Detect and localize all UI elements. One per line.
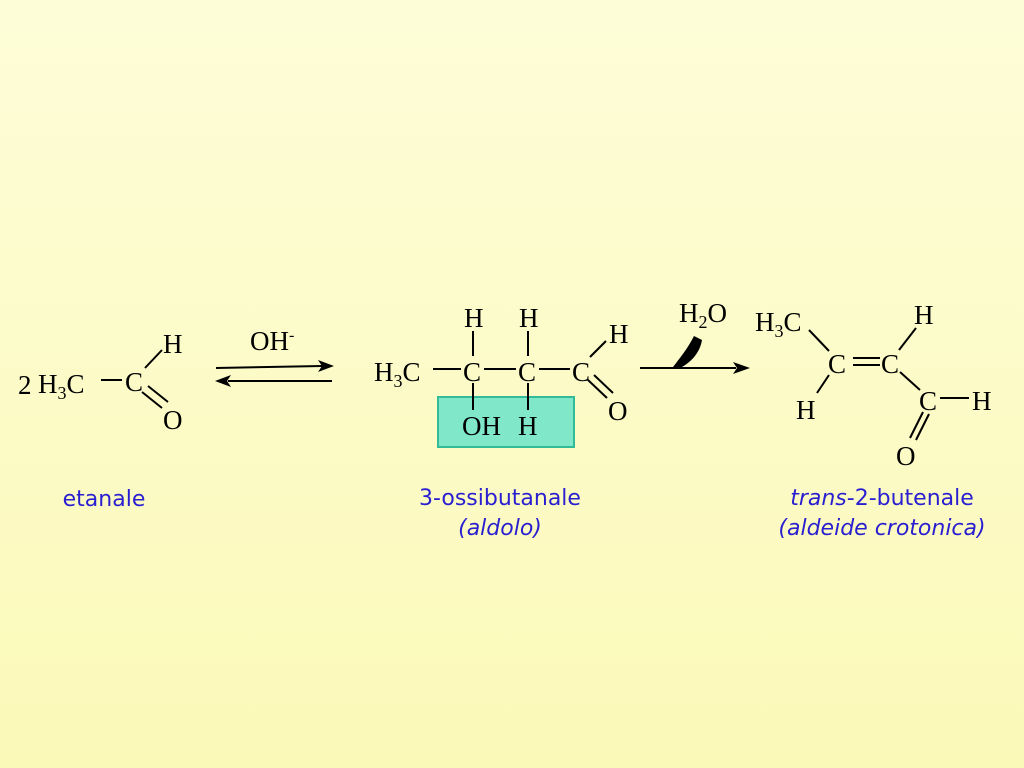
product-bond-ch3-c [808,329,830,352]
reactant-oxygen: O [163,405,183,435]
aldol-structure: H3C C C C H H OH H H O [374,303,629,448]
caption-etanale: etanale [34,485,174,515]
product-carbonyl-carbon: C [919,386,937,416]
forward-arrowhead [318,360,334,372]
aldol-methyl-group: H3C [374,357,421,391]
product-methyl-group: H3C [755,307,802,341]
catalyst-hydroxide: OH- [250,326,294,356]
aldol-hydroxyl: OH [462,411,501,441]
reactant-hydrogen: H [163,329,183,359]
equilibrium-arrows: OH- [215,326,334,387]
aldol-double-bond-b [593,374,614,394]
product-hydrogen-c3: H [796,395,816,425]
aldol-alt-name: (aldolo) [458,516,542,541]
aldol-carbon-2: C [518,357,536,387]
product-structure: H3C C C H H C H O [755,300,992,471]
highlight-box [437,396,575,448]
aldol-hydrogen-top-2: H [519,303,539,333]
product-alt-name: (aldeide crotonica) [778,516,986,541]
aldol-carbonyl-carbon: C [572,357,590,387]
product-name-prefix: trans [790,486,847,511]
reactant-double-bond-b [147,385,169,403]
aldol-name: 3-ossibutanale [419,486,581,511]
product-carbon-3: C [828,349,846,379]
product-name: trans-2-butenale [748,484,1016,514]
reactant-ethanal: 2 H3C C H O [18,329,183,435]
stoich-coefficient: 2 [18,370,32,400]
product-co-double-bond-b [915,413,930,441]
aldol-oxygen: O [608,396,628,426]
product-aldehyde-hydrogen: H [972,386,992,416]
dehydration-arrow: H2O [640,298,750,374]
forward-arrow-line [215,365,323,369]
product-hydrogen-c2: H [914,300,934,330]
caption-aldol: 3-ossibutanale (aldolo) [380,484,620,544]
aldol-carbon-3: C [463,357,481,387]
dehydration-arrowhead [733,362,750,374]
product-name-suffix: -2-butenale [846,486,974,511]
water-eliminated: H2O [679,298,727,332]
product-bond-c3-h [816,374,830,394]
elimination-curved-arrow [673,336,702,368]
product-carbon-2: C [881,349,899,379]
reverse-arrowhead [215,375,231,387]
caption-product: trans-2-butenale (aldeide crotonica) [748,484,1016,544]
product-bond-c2-c1 [899,371,921,391]
aldol-hydrogen-top-1: H [464,303,484,333]
product-bond-c2-h [898,327,917,351]
reactant-methyl-group: H3C [38,369,85,403]
aldol-hydrogen-bottom: H [518,411,538,441]
reactant-double-bond-a [141,391,163,409]
reactant-c-h-bond [144,349,163,369]
aldol-bond-cho-h [589,340,607,358]
product-co-double-bond-a [909,411,924,439]
product-oxygen: O [896,441,916,471]
aldol-aldehyde-hydrogen: H [609,319,629,349]
aldol-double-bond-a [587,379,608,399]
reactant-name: etanale [62,487,146,512]
reactant-carbonyl-carbon: C [125,367,143,397]
